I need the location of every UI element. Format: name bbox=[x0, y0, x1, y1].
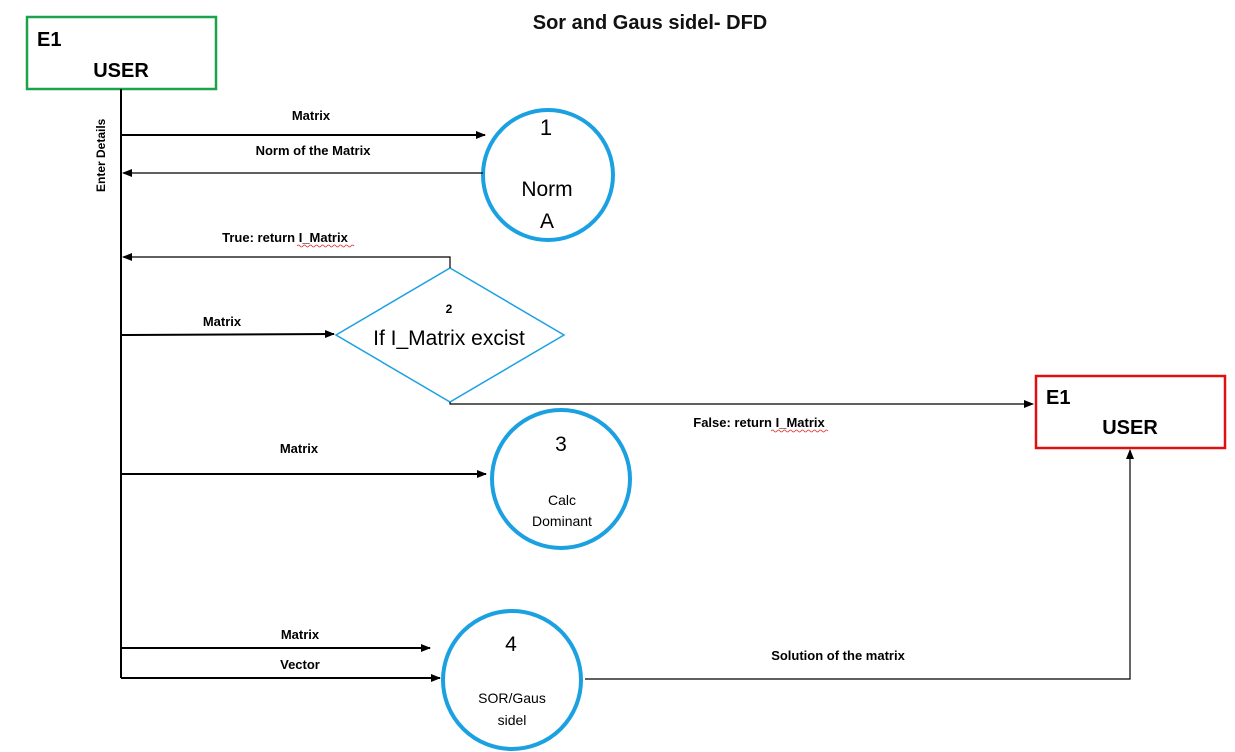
process-1-number: 1 bbox=[540, 115, 552, 140]
flow-label-norm-result: Norm of the Matrix bbox=[256, 143, 372, 158]
flow-label-solution: Solution of the matrix bbox=[771, 648, 905, 663]
process-3-line2: Dominant bbox=[532, 513, 592, 529]
process-3-line1: Calc bbox=[548, 492, 576, 508]
source-entity-id: E1 bbox=[37, 29, 61, 51]
lifeline-label: Enter Details bbox=[94, 118, 108, 192]
flow-label-matrix-to-calc: Matrix bbox=[280, 441, 319, 456]
process-2-text: If I_Matrix excist bbox=[373, 327, 525, 350]
process-3: 3 Calc Dominant bbox=[490, 408, 632, 550]
source-entity-name: USER bbox=[93, 60, 149, 82]
process-1-line2: A bbox=[540, 210, 554, 233]
process-2-decision: 2 If I_Matrix excist bbox=[334, 267, 566, 403]
source-entity: E1 USER bbox=[25, 15, 218, 91]
flow-label-matrix-to-decision: Matrix bbox=[203, 314, 242, 329]
flow-label-true-return: True: return I_Matrix bbox=[222, 230, 348, 245]
process-1: 1 Norm A bbox=[481, 108, 615, 242]
process-4: 4 SOR/Gaus sidel bbox=[441, 609, 583, 751]
flow-matrix-to-decision bbox=[120, 330, 335, 339]
sink-entity: E1 USER bbox=[1034, 374, 1227, 450]
flow-label-matrix-to-sor: Matrix bbox=[281, 627, 320, 642]
flow-solution bbox=[585, 449, 1134, 680]
flow-false-return bbox=[449, 400, 1034, 408]
process-4-number: 4 bbox=[505, 633, 517, 656]
process-3-number: 3 bbox=[555, 433, 567, 456]
process-4-line1: SOR/Gaus bbox=[478, 690, 546, 706]
sink-entity-id: E1 bbox=[1046, 387, 1070, 409]
process-2-number: 2 bbox=[446, 302, 453, 316]
flow-true-return bbox=[122, 253, 451, 268]
flow-label-matrix-to-norm: Matrix bbox=[292, 108, 331, 123]
flow-label-false-return: False: return I_Matrix bbox=[693, 415, 825, 430]
process-1-line1: Norm bbox=[521, 178, 572, 201]
spellcheck-underline bbox=[296, 244, 355, 248]
flow-label-vector-to-sor: Vector bbox=[280, 657, 320, 672]
diagram-title: Sor and Gaus sidel- DFD bbox=[533, 12, 767, 34]
sink-entity-name: USER bbox=[1102, 417, 1158, 439]
spellcheck-underline bbox=[770, 429, 829, 433]
process-4-line2: sidel bbox=[498, 712, 527, 728]
